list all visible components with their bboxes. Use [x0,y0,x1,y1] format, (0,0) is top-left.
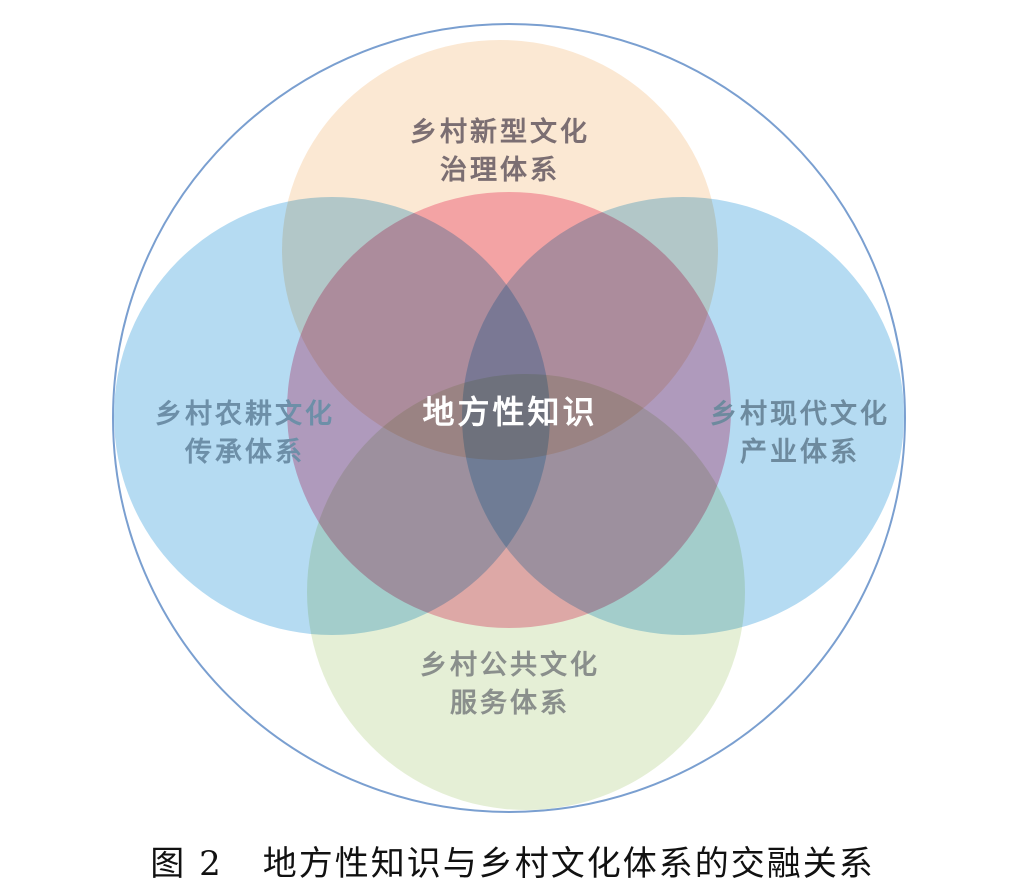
top-system-label: 乡村新型文化 治理体系 [380,114,620,190]
bottom-system-line2: 服务体系 [450,688,570,719]
top-system-line2: 治理体系 [440,155,560,186]
figure-caption: 图 2 地方性知识与乡村文化体系的交融关系 [0,836,1025,885]
right-system-label: 乡村现代文化 产业体系 [680,396,920,472]
center-label: 地方性知识 [422,393,598,431]
figure-number: 图 2 [150,844,223,884]
bottom-system-line1: 乡村公共文化 [420,650,600,681]
left-system-line2: 传承体系 [185,437,305,468]
figure-title: 地方性知识与乡村文化体系的交融关系 [262,844,875,884]
right-system-line1: 乡村现代文化 [710,399,890,430]
left-system-label: 乡村农耕文化 传承体系 [125,396,365,472]
left-system-line1: 乡村农耕文化 [155,399,335,430]
bottom-service-ellipse [307,374,745,810]
right-system-line2: 产业体系 [740,437,860,468]
top-system-line1: 乡村新型文化 [410,117,590,148]
bottom-system-label: 乡村公共文化 服务体系 [390,647,630,723]
